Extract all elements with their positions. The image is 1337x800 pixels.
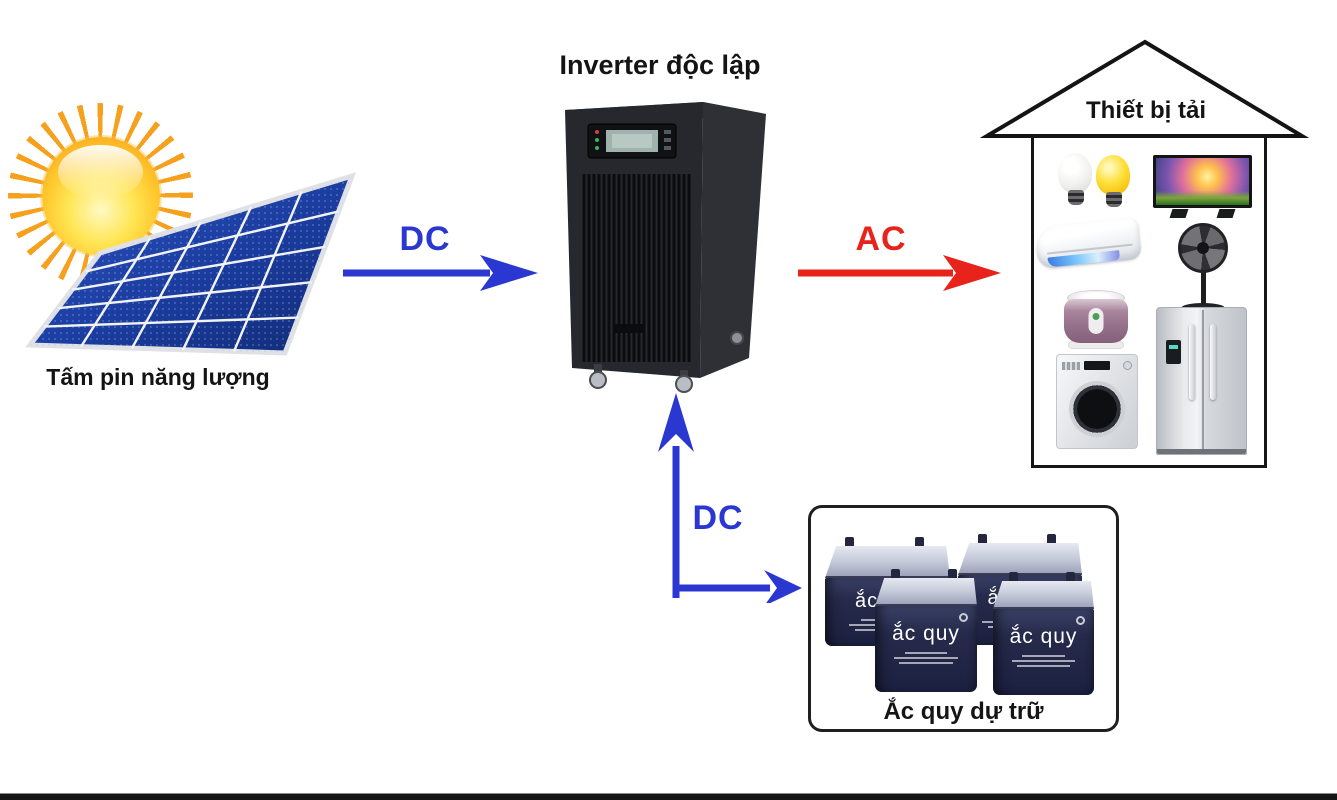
inverter-tower-icon (565, 102, 766, 393)
air-conditioner-icon (1034, 216, 1147, 286)
stand-fan-icon (1174, 223, 1232, 313)
battery-storage-box: ắc quy ắc quy ắc quy (808, 505, 1119, 732)
yellow-bulb-icon (1096, 155, 1132, 207)
rice-cooker-icon (1063, 290, 1129, 349)
dc-elbow-arrow-icon (658, 393, 802, 603)
washing-machine-icon (1056, 354, 1138, 449)
solar-panel-icon (25, 172, 357, 356)
house-roof-icon (979, 39, 1310, 138)
battery-unit-label: ắc quy (1009, 625, 1078, 648)
ac-arrow-icon (798, 255, 1001, 291)
bottom-edge-bar (0, 793, 1337, 800)
refrigerator-icon (1156, 307, 1247, 455)
dc-label-solar: DC (399, 220, 451, 258)
battery-unit-label: ắc quy (892, 622, 960, 645)
white-bulb-icon (1058, 153, 1094, 205)
battery-icon: ắc quy (875, 569, 977, 692)
dc-arrow-icon (343, 255, 538, 291)
ac-label: AC (855, 220, 907, 258)
tv-icon (1153, 155, 1252, 218)
battery-icon: ắc quy (993, 572, 1094, 695)
load-label: Thiết bị tải (1086, 97, 1206, 124)
battery-storage-label: Ắc quy dự trữ (883, 698, 1044, 725)
sun-core (41, 136, 160, 255)
inverter-label: Inverter độc lập (559, 50, 761, 80)
load-devices-box (1031, 135, 1267, 468)
dc-label-battery: DC (692, 499, 744, 537)
solar-panel-label: Tấm pin năng lượng (46, 364, 270, 390)
